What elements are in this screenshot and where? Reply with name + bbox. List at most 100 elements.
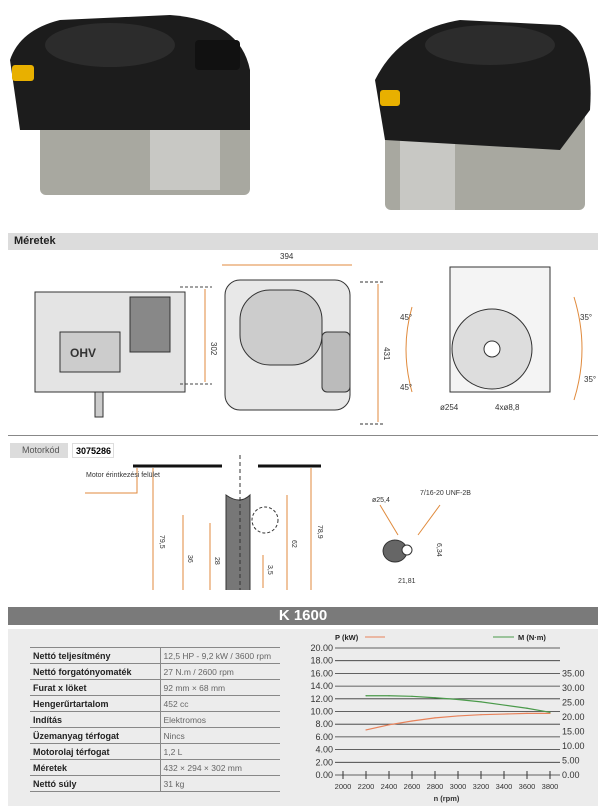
data-point (480, 701, 482, 703)
spec-value: 31 kg (160, 775, 280, 792)
data-point (434, 717, 436, 719)
dim-front-width: 394 (280, 252, 294, 261)
spec-key: Nettó teljesítmény (30, 647, 161, 664)
series-line-torque (366, 695, 551, 713)
engine-photo-right (375, 20, 591, 210)
dim-flange-diameter: ø254 (440, 403, 459, 412)
data-point (549, 711, 551, 713)
dim-62: 62 (290, 540, 297, 548)
spec-key: Indítás (30, 711, 161, 728)
dim-78-9: 78,9 (316, 525, 323, 539)
spec-value: 1,2 L (160, 743, 280, 760)
x-tick-label: 3200 (473, 782, 490, 791)
data-point (526, 707, 528, 709)
spec-value: 92 mm × 68 mm (160, 679, 280, 696)
y-right-tick-label: 20.00 (562, 712, 585, 722)
spec-key: Furat x löket (30, 679, 161, 696)
dimension-drawings: OHV 302 394 431 45° 45° 35° 35° ø254 4xø… (34, 252, 596, 425)
x-tick-label: 2800 (427, 782, 444, 791)
engine-photos (10, 15, 591, 210)
spec-value: 452 cc (160, 695, 280, 712)
spec-key: Üzemanyag térfogat (30, 727, 161, 744)
angle-top-right: 35° (580, 313, 592, 322)
y-left-tick-label: 0.00 (315, 770, 333, 780)
y-left-tick-label: 2.00 (315, 757, 333, 767)
y-right-tick-label: 15.00 (562, 726, 585, 736)
model-title: K 1600 (8, 607, 598, 625)
dim-36: 36 (186, 555, 193, 563)
data-point (457, 698, 459, 701)
dim-3-5: 3,5 (266, 565, 273, 575)
data-point (434, 697, 436, 699)
x-tick-label: 3400 (496, 782, 513, 791)
angle-top-left: 45° (400, 313, 412, 322)
engine-photo-left (10, 15, 250, 195)
data-point (457, 715, 459, 717)
y-left-tick-label: 16.00 (310, 668, 333, 678)
data-point (365, 695, 367, 697)
data-point (503, 704, 505, 706)
data-point (526, 712, 528, 715)
contact-surface-label: Motor érintkezési felület (86, 472, 160, 479)
shaft-drawings: Motor érintkezési felület 79,5 78,9 62 3… (85, 455, 471, 590)
data-point (411, 720, 413, 722)
data-point (549, 712, 551, 715)
spec-key: Nettó súly (30, 775, 161, 792)
dim-key-depth: 21,81 (398, 578, 416, 585)
motor-code-label: Motorkód (10, 443, 68, 458)
bottom-view-drawing (405, 266, 583, 401)
spec-value: 432 × 294 × 302 mm (160, 759, 280, 776)
y-left-tick-label: 20.00 (310, 643, 333, 653)
legend-power-label: P (kW) (335, 633, 359, 642)
power-torque-chart: 0.002.004.006.008.0010.0012.0014.0016.00… (310, 633, 585, 803)
data-point (503, 713, 505, 715)
y-left-tick-label: 4.00 (315, 745, 333, 755)
spec-value: 27 N.m / 2600 rpm (160, 663, 280, 680)
dim-bolt-holes: 4xø8,8 (495, 403, 520, 412)
y-left-tick-label: 18.00 (310, 656, 333, 666)
y-left-tick-label: 10.00 (310, 707, 333, 717)
y-left-tick-label: 14.00 (310, 681, 333, 691)
dim-28: 28 (213, 557, 220, 565)
y-right-tick-label: 25.00 (562, 697, 585, 707)
data-point (480, 714, 482, 716)
dim-thread: 7/16-20 UNF-2B (420, 490, 471, 497)
ohv-logo: OHV (70, 346, 96, 360)
spec-key: Méretek (30, 759, 161, 776)
data-point (365, 729, 367, 731)
x-tick-label: 3800 (542, 782, 559, 791)
motor-code-value: 3075286 (72, 443, 114, 458)
x-tick-label: 2600 (404, 782, 421, 791)
x-axis-label: n (rpm) (434, 794, 460, 803)
x-tick-label: 2000 (335, 782, 352, 791)
y-right-tick-label: 0.00 (562, 770, 580, 780)
x-tick-label: 3600 (519, 782, 536, 791)
dim-key-width: 6,34 (435, 543, 442, 557)
front-view-drawing (222, 264, 385, 425)
dim-side-height: 302 (209, 342, 218, 356)
spec-key: Nettó forgatónyomaték (30, 663, 161, 680)
y-right-tick-label: 35.00 (562, 668, 585, 678)
dim-front-height: 431 (382, 347, 391, 361)
y-right-tick-label: 5.00 (562, 755, 580, 765)
section-title: Méretek (8, 233, 598, 250)
y-left-tick-label: 6.00 (315, 732, 333, 742)
spec-value: Nincs (160, 727, 280, 744)
legend-torque-label: M (N·m) (518, 633, 546, 642)
y-left-tick-label: 12.00 (310, 694, 333, 704)
spec-key: Hengerűrtartalom (30, 695, 161, 712)
spec-value: 12,5 HP - 9,2 kW / 3600 rpm (160, 647, 280, 664)
data-point (388, 695, 390, 697)
dim-shaft-diameter: ø25,4 (372, 497, 390, 504)
y-right-tick-label: 10.00 (562, 741, 585, 751)
